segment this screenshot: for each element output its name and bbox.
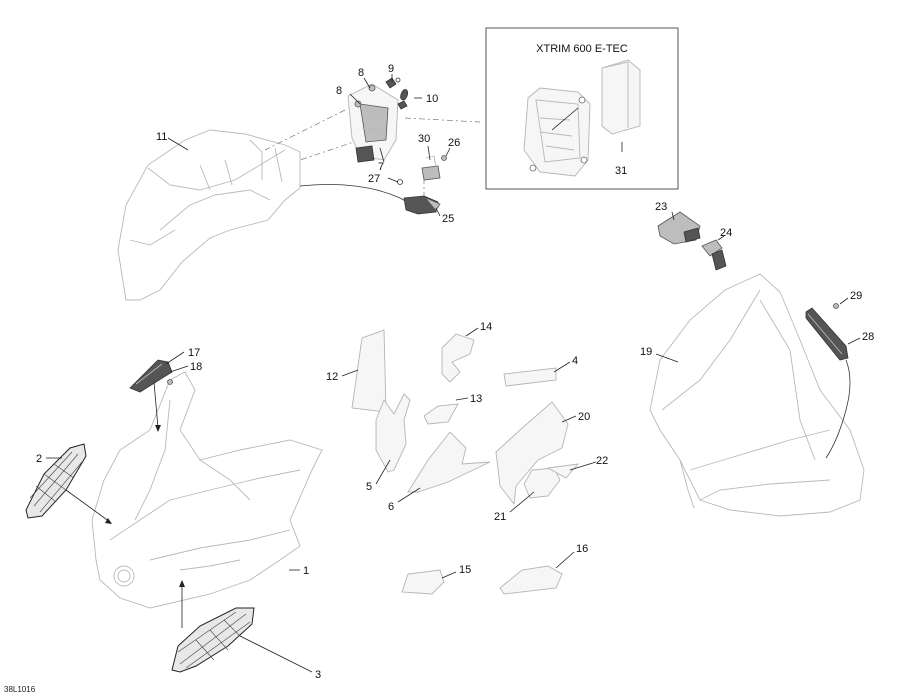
callout-10: 10 [426, 93, 438, 105]
callout-15: 15 [459, 564, 471, 576]
inset-box: XTRIM 600 E-TEC [485, 27, 679, 190]
callout-4: 4 [572, 355, 578, 367]
inset-title: XTRIM 600 E-TEC [536, 43, 628, 55]
part-17-18-badge [129, 359, 173, 393]
callout-19: 19 [640, 346, 652, 358]
part-24-connector [701, 239, 727, 271]
part-5-decal [375, 393, 411, 473]
callout-11: 11 [156, 131, 167, 143]
callout-17: 17 [188, 347, 200, 359]
callout-22: 22 [596, 455, 608, 467]
part-28-strap [805, 307, 851, 459]
callout-7: 7 [378, 161, 384, 173]
part-12-panel [351, 329, 387, 413]
part-20-panel [495, 401, 569, 506]
part-6-decal [407, 431, 491, 493]
callout-13: 13 [470, 393, 482, 405]
callout-18: 18 [190, 361, 202, 373]
callout-8a: 8 [336, 85, 342, 97]
part-13-decal [423, 403, 459, 425]
part-30-clip [421, 155, 441, 181]
callout-16: 16 [576, 543, 588, 555]
part-2-grille [25, 443, 87, 519]
callout-2: 2 [36, 453, 42, 465]
part-7-module [347, 83, 399, 163]
callout-labels: 1 2 3 4 5 6 7 8 8 9 10 11 12 13 14 15 16… [36, 63, 874, 681]
part-23-connector [657, 211, 701, 245]
part-16-decal [499, 565, 563, 595]
part-11-upper-hood [117, 129, 301, 301]
callout-24: 24 [720, 227, 732, 239]
callout-30: 30 [418, 133, 430, 145]
part-15-decal [401, 569, 445, 595]
callout-26: 26 [448, 137, 460, 149]
callout-21: 21 [494, 511, 506, 523]
part-21-22-decal [523, 463, 580, 499]
callout-1: 1 [303, 565, 309, 577]
part-3-grille [171, 607, 255, 673]
callout-31: 31 [615, 165, 627, 177]
part-29-screw [833, 303, 839, 309]
callout-20: 20 [578, 411, 590, 423]
part-27-nut [397, 179, 403, 185]
part-4-decal [503, 367, 557, 387]
callout-6: 6 [388, 501, 394, 513]
part-31-cover [601, 59, 641, 135]
callout-9: 9 [388, 63, 394, 75]
callout-29: 29 [850, 290, 862, 302]
fasteners-8-9-10 [354, 77, 409, 110]
part-14-decal [441, 333, 475, 383]
callout-8b: 8 [358, 67, 364, 79]
callout-27: 27 [368, 173, 380, 185]
part-1-front-nose [91, 371, 323, 609]
callout-5: 5 [366, 481, 372, 493]
part-25-connector [403, 195, 441, 215]
callout-3: 3 [315, 669, 321, 681]
callout-23: 23 [655, 201, 667, 213]
callout-14: 14 [480, 321, 492, 333]
callout-12: 12 [326, 371, 338, 383]
drawing-code: 38L1016 [4, 685, 36, 694]
leader-lines [46, 74, 861, 673]
part-19-side-panel [649, 273, 865, 517]
part-26-screw [441, 155, 447, 161]
callout-28: 28 [862, 331, 874, 343]
inset-bracket-part [523, 87, 591, 177]
callout-25: 25 [442, 213, 454, 225]
